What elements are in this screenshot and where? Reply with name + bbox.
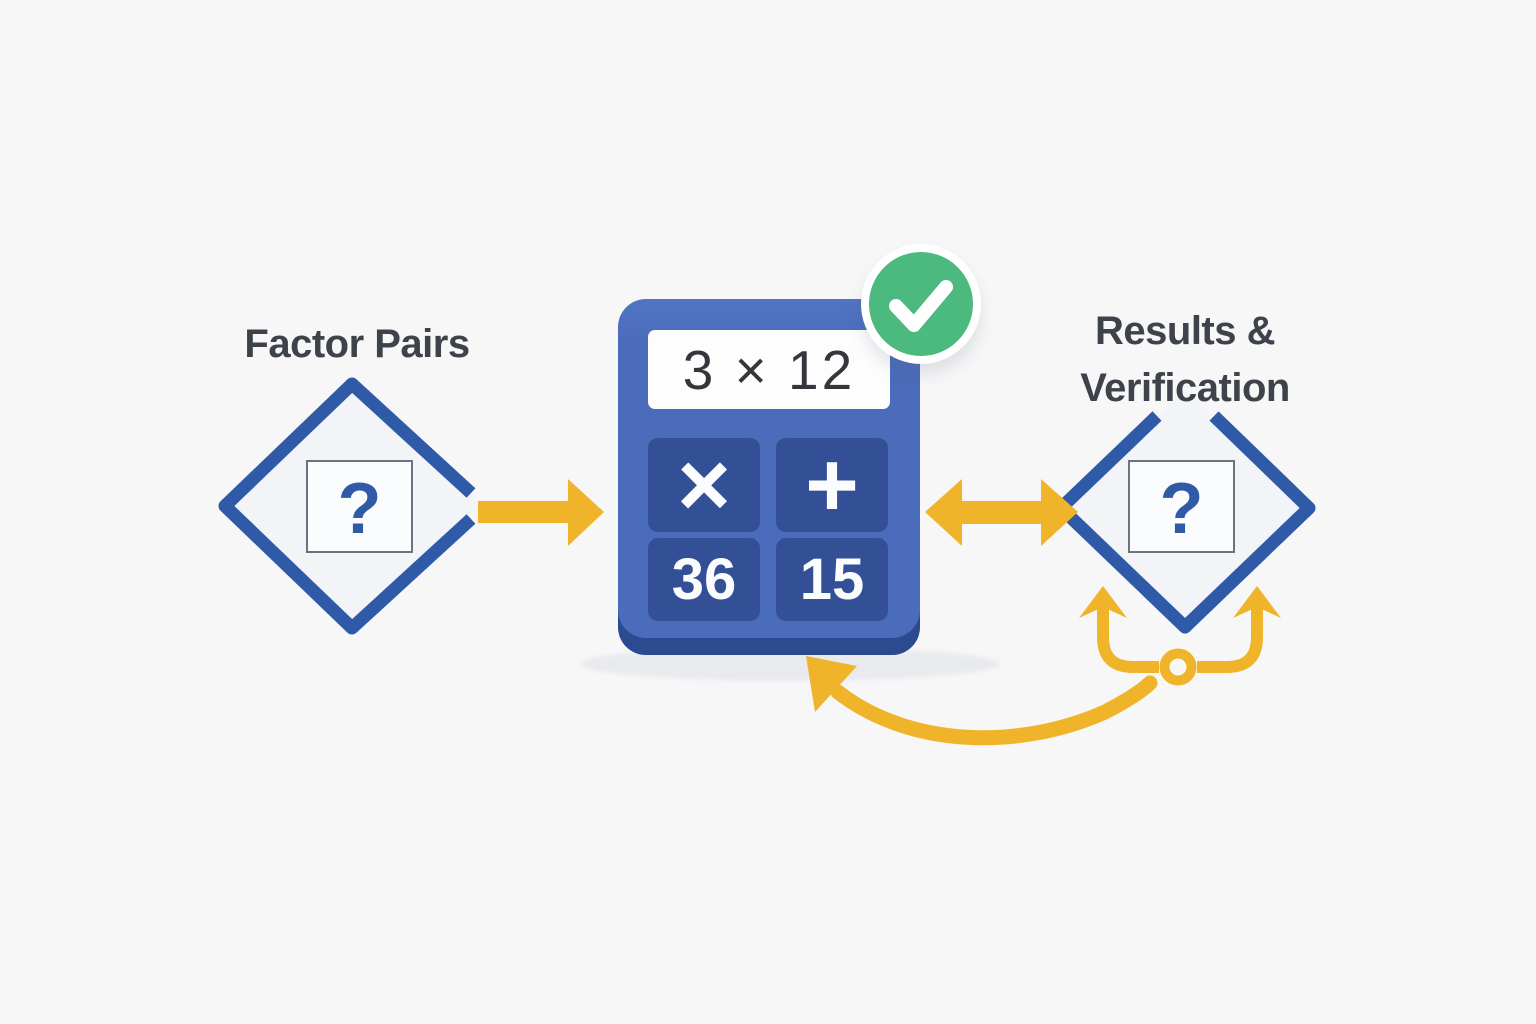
verification-badge <box>861 244 981 364</box>
right-node-title-line2: Verification <box>1080 366 1290 410</box>
question-mark-icon: ? <box>337 468 382 549</box>
calc-button-15[interactable]: 15 <box>776 538 888 621</box>
check-icon <box>889 280 953 332</box>
calculator: 3 × 12 × + 36 15 <box>618 299 920 655</box>
right-question-box: ? <box>1128 460 1235 553</box>
left-question-box: ? <box>306 460 413 553</box>
left-node-title: Factor Pairs <box>157 316 557 373</box>
arrow-right-icon <box>478 479 604 546</box>
add-button[interactable]: + <box>776 438 888 532</box>
up-arrow-icon <box>1233 586 1281 618</box>
calc-button-36-label: 36 <box>671 547 737 612</box>
left-node-title-text: Factor Pairs <box>244 322 470 366</box>
up-arrow-icon <box>1079 586 1127 618</box>
u-connector-left <box>1097 602 1159 673</box>
right-node-title: Results & Verification <box>985 303 1385 417</box>
calc-button-36[interactable]: 36 <box>648 538 760 621</box>
curved-feedback-arrow-icon <box>830 675 1158 746</box>
multiply-button[interactable]: × <box>648 438 760 532</box>
u-connector-right <box>1197 602 1263 673</box>
question-mark-icon: ? <box>1159 468 1204 549</box>
connector-ring-icon <box>1159 648 1197 686</box>
calc-button-15-label: 15 <box>799 547 865 612</box>
right-node-title-line1: Results & <box>1095 309 1276 353</box>
calculator-display: 3 × 12 <box>648 330 890 409</box>
double-headed-arrow-icon <box>925 479 1078 546</box>
